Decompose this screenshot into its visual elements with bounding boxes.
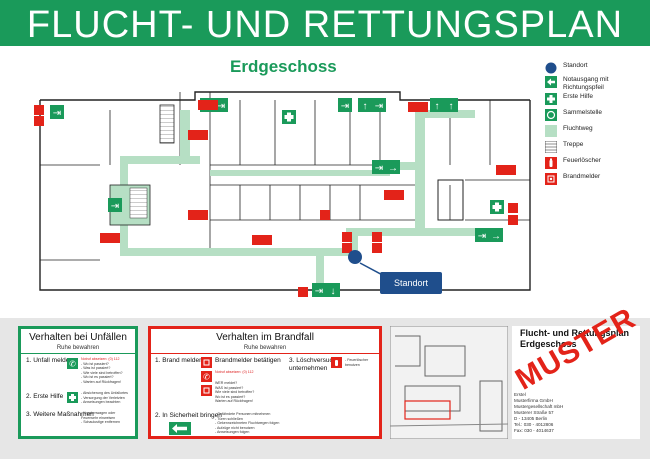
info-title: Flucht- und Rettungsplan Erdgeschoss xyxy=(520,328,629,349)
floor-subtitle: Erdgeschoss xyxy=(230,57,337,76)
svg-text:⇥: ⇥ xyxy=(111,201,119,212)
escape-route-icon xyxy=(545,125,557,137)
fire-step-2-details: - Gefährdete Personen mitnehmen - Türen … xyxy=(215,412,280,435)
svg-text:⇥: ⇥ xyxy=(217,101,225,112)
legend-item-brandmelder: Brandmelder xyxy=(545,173,600,185)
accident-step-1-details: Notruf absetzen: (0) 112 - Wo ist passie… xyxy=(81,357,123,384)
svg-text:↑: ↑ xyxy=(435,101,440,112)
fire-box-subtitle: Ruhe bewahren xyxy=(243,345,287,351)
accident-step-3-details: - Krankenwagen oder Feuerwehr einweisen … xyxy=(81,411,120,425)
fire-step-1-questions: WER meldet? WAS ist passiert? Wie viele … xyxy=(215,381,255,404)
svg-text:⇥: ⇥ xyxy=(375,163,383,174)
fire-step-1-details: Notruf absetzen: (0) 112 xyxy=(215,370,254,374)
fire-equipment xyxy=(34,100,518,297)
emergency-exit-icon xyxy=(545,76,557,88)
svg-text:↑: ↑ xyxy=(363,101,368,112)
title-banner: FLUCHT- UND RETTUNGSPLAN xyxy=(0,0,650,50)
escape-routes xyxy=(120,110,486,293)
fire-extinguisher-icon xyxy=(331,357,342,368)
accident-box-title: Verhalten bei Unfällen xyxy=(29,332,127,343)
phone-icon: ✆ xyxy=(201,371,212,382)
fire-step-3: 3. Löschversuch unternehmen xyxy=(289,357,337,372)
site-overview-map xyxy=(390,326,508,439)
fire-alarm-icon xyxy=(201,385,212,396)
legend-item-fluchtweg: Fluchtweg xyxy=(545,125,593,137)
stairs-icon xyxy=(545,141,557,153)
page-title: FLUCHT- UND RETTUNGSPLAN xyxy=(26,4,624,46)
svg-text:⇥: ⇥ xyxy=(315,286,323,297)
svg-text:↓: ↓ xyxy=(331,286,336,297)
accident-box-subtitle: Ruhe bewahren xyxy=(56,345,100,351)
phone-icon: ✆ xyxy=(67,358,78,369)
svg-text:✆: ✆ xyxy=(69,360,76,369)
plan-info-box xyxy=(512,326,640,439)
svg-text:⇥: ⇥ xyxy=(53,108,61,119)
fire-alarm-icon xyxy=(201,357,212,368)
svg-text:⇥: ⇥ xyxy=(478,231,486,242)
svg-text:→: → xyxy=(491,231,501,242)
first-aid-signs xyxy=(282,110,504,214)
emergency-exit-icon xyxy=(169,422,191,435)
fire-step-3-details: - Feuerlöscher benutzen xyxy=(345,358,369,367)
legend-item-feuerloescher: Feuerlöscher xyxy=(545,157,601,169)
svg-text:⇥: ⇥ xyxy=(341,101,349,112)
fire-procedure-box: Verhalten im Brandfall Ruhe bewahren 1. … xyxy=(148,326,382,439)
assembly-point-icon xyxy=(545,109,557,121)
first-aid-icon xyxy=(67,392,78,403)
accident-step-2: 2. Erste Hilfe xyxy=(26,393,64,400)
accident-step-1: 1. Unfall melden xyxy=(26,357,73,364)
fire-step-1: 1. Brand melden xyxy=(155,357,203,364)
svg-text:→: → xyxy=(388,163,398,174)
svg-text:✆: ✆ xyxy=(203,373,210,382)
standort-callout: Standort xyxy=(380,272,442,294)
svg-text:↑: ↑ xyxy=(449,101,454,112)
standort-icon xyxy=(545,62,557,74)
svg-text:⇥: ⇥ xyxy=(375,101,383,112)
first-aid-icon xyxy=(545,93,557,105)
building-walls xyxy=(39,91,531,291)
fire-step-2: 2. In Sicherheit bringen xyxy=(155,412,222,419)
legend-item-erste-hilfe: Erste Hilfe xyxy=(545,93,593,105)
legend-item-standort: Standort xyxy=(545,62,588,74)
legend-item-sammelstelle: Sammelstelle xyxy=(545,109,602,121)
legend-item-treppe: Treppe xyxy=(545,141,583,153)
floor-plan: ⇥ ↑ ⇥ ⇥ ↑ ⇥ ↑ ↑ ⇥ ⇥ → ⇥ → ⇥ ↓ xyxy=(34,91,531,297)
accident-procedure-box: Verhalten bei Unfällen Ruhe bewahren 1. … xyxy=(18,326,138,439)
fire-box-title: Verhalten im Brandfall xyxy=(216,332,314,343)
accident-step-2-details: - Absicherung des Unfallortes - Versorgu… xyxy=(81,391,128,405)
fire-extinguisher-icon xyxy=(545,157,557,169)
legend-item-notausgang: Notausgang mit Richtungspfeil xyxy=(545,76,633,91)
fire-step-1-action: Brandmelder betätigen xyxy=(215,357,281,364)
fire-alarm-icon xyxy=(545,173,557,185)
accident-step-3: 3. Weitere Maßnahmen xyxy=(26,411,94,418)
address-block: Erstel Musterfirma GmbH Mustergesellscha… xyxy=(514,392,564,433)
